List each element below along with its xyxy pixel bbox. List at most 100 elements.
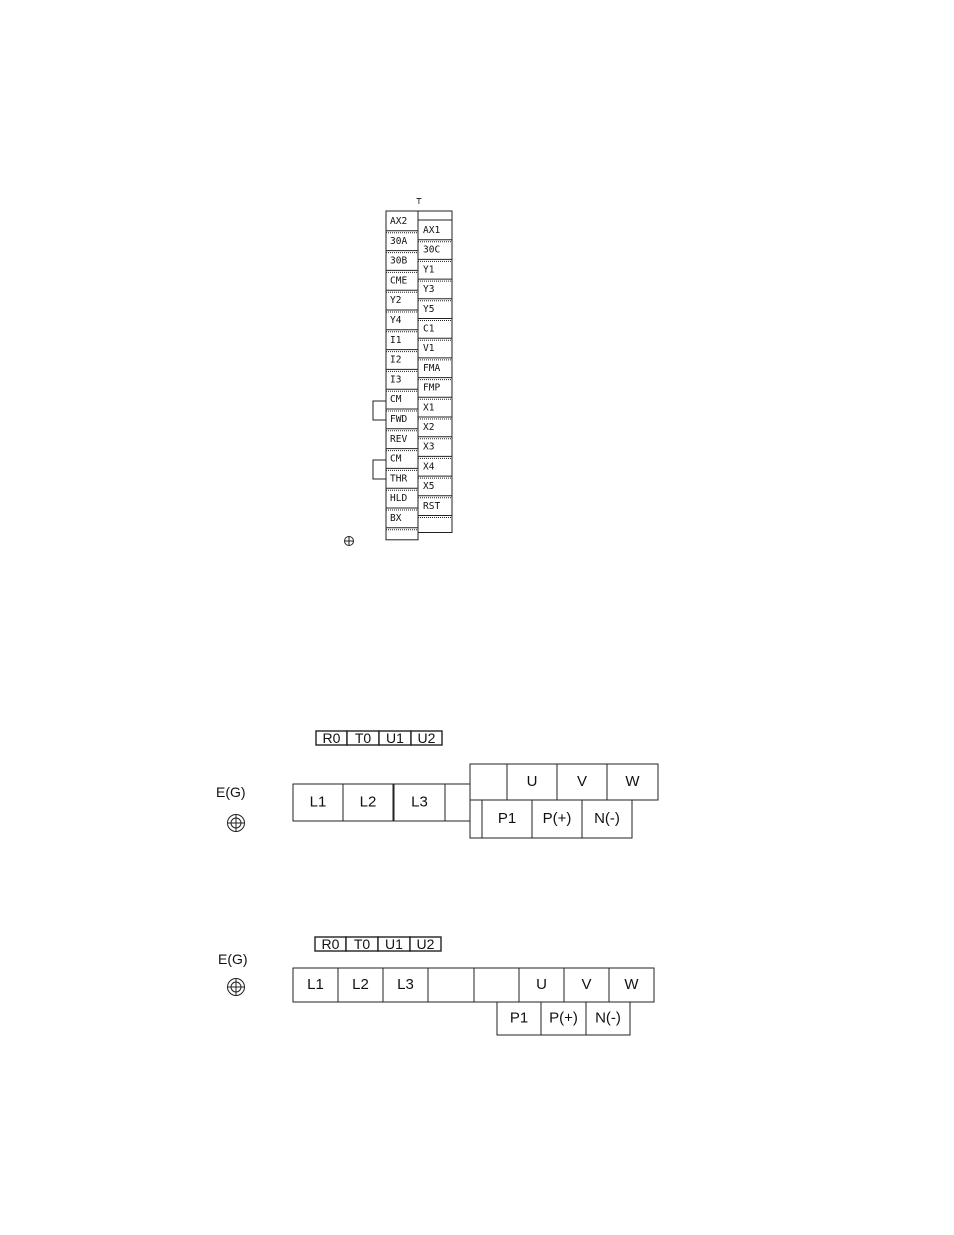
input-terminal-0-label: L1 [307, 976, 324, 993]
left-terminal-6: I1 [390, 335, 402, 346]
left-terminal-3: CME [390, 275, 407, 286]
input-terminal-1-label: L2 [352, 976, 369, 993]
ground-screw-icon [345, 537, 354, 546]
output-terminal-0: U [507, 764, 557, 800]
left-terminal-11: REV [390, 434, 407, 445]
right-terminal-12: X4 [423, 461, 435, 472]
ground-label-b: E(G) [218, 951, 248, 967]
left-terminal-12: CM [390, 454, 402, 465]
left-terminal-4: Y2 [390, 295, 401, 306]
right-terminal-11: X3 [423, 442, 434, 453]
left-terminal-5: Y4 [390, 315, 402, 326]
dc-terminal-1: P(+) [532, 800, 582, 838]
aux-terminal-1: T0 [347, 730, 379, 746]
left-terminal-14: HLD [390, 493, 407, 504]
dc-terminal-0-label: P1 [498, 810, 516, 827]
aux-terminal-0: R0 [315, 936, 346, 952]
input-terminal-0: L1 [293, 968, 338, 1002]
input-terminal-1: L2 [343, 784, 393, 821]
dc-terminal-0: P1 [482, 800, 532, 838]
output-terminal-2: W [607, 764, 658, 800]
dc-terminal-0-label: P1 [510, 1010, 528, 1027]
output-terminal-0: U [519, 968, 564, 1002]
blank-terminal-a3 [470, 800, 482, 838]
dc-terminal-2-label: N(-) [595, 1010, 621, 1027]
aux-terminal-1: T0 [346, 936, 378, 952]
left-terminal-10: FWD [390, 414, 407, 425]
aux-terminal-label-1: T0 [354, 936, 371, 952]
aux-terminal-strip-b: R0 T0 U1 U2 [315, 936, 441, 952]
dc-terminal-0: P1 [497, 1002, 541, 1035]
input-terminal-2-label: L3 [411, 794, 428, 811]
blank-terminal-b1 [428, 968, 474, 1002]
aux-terminal-strip-a: R0 T0 U1 U2 [316, 730, 442, 746]
aux-terminal-0: R0 [316, 730, 347, 746]
jumper-bracket-fwd [373, 401, 386, 420]
right-terminal-2: Y1 [423, 264, 435, 275]
dc-terminal-1-label: P(+) [549, 1010, 578, 1027]
output-terminal-1-label: V [581, 976, 591, 993]
aux-terminal-3: U2 [410, 936, 441, 952]
output-terminal-2: W [609, 968, 654, 1002]
left-terminal-8: I3 [390, 374, 401, 385]
input-terminal-0: L1 [293, 784, 343, 821]
right-terminal-4: Y5 [423, 304, 434, 315]
right-terminal-14: RST [423, 501, 440, 512]
output-terminal-2-label: W [624, 976, 639, 993]
left-terminal-9: CM [390, 394, 402, 405]
ground-label-a: E(G) [216, 784, 246, 800]
dc-terminal-1-label: P(+) [543, 810, 572, 827]
blank-terminal-a2 [470, 764, 507, 800]
right-terminal-3: Y3 [423, 284, 434, 295]
output-terminal-1: V [564, 968, 609, 1002]
input-terminal-2: L3 [394, 784, 445, 821]
aux-terminal-2: U1 [378, 936, 410, 952]
input-terminal-1: L2 [338, 968, 383, 1002]
right-terminal-7: FMA [423, 363, 440, 374]
left-terminal-15: BX [390, 513, 402, 524]
input-terminal-2: L3 [383, 968, 428, 1002]
ground-terminal-icon-b [228, 979, 245, 996]
left-terminal-2: 30B [390, 256, 407, 267]
output-terminal-1-label: V [577, 773, 587, 790]
dc-terminal-2-label: N(-) [594, 810, 620, 827]
input-terminal-2-label: L3 [397, 976, 414, 993]
left-terminal-1: 30A [390, 236, 407, 247]
left-terminal-13: THR [390, 473, 407, 484]
power-terminal-strip-b: L1 L2 L3 U V W P1 P(+) N(-) [293, 968, 654, 1035]
input-terminal-0-label: L1 [310, 794, 327, 811]
dc-terminal-2: N(-) [586, 1002, 630, 1035]
dc-terminal-1: P(+) [541, 1002, 586, 1035]
aux-terminal-label-0: R0 [323, 730, 341, 746]
output-terminal-0-label: U [536, 976, 547, 993]
main-terminal-block-b: R0 T0 U1 U2 E(G) L1 L2 L3 U V W P1 P(+) N(-) [218, 936, 654, 1035]
dc-terminal-2: N(-) [582, 800, 632, 838]
right-terminal-6: V1 [423, 343, 435, 354]
right-terminal-1: 30C [423, 245, 440, 256]
aux-terminal-2: U1 [379, 730, 411, 746]
output-terminal-0-label: U [527, 773, 538, 790]
blank-terminal-a1 [445, 784, 470, 821]
left-terminal-7: I2 [390, 355, 401, 366]
aux-terminal-label-3: U2 [417, 936, 435, 952]
ground-terminal-icon-a [228, 815, 245, 832]
left-terminal-0: AX2 [390, 216, 407, 227]
power-terminal-strip-a: L1 L2 L3 U V W P1 P(+) N(-) [293, 764, 658, 838]
aux-terminal-label-1: T0 [355, 730, 372, 746]
output-terminal-1: V [557, 764, 607, 800]
aux-terminal-label-2: U1 [385, 936, 403, 952]
main-terminal-block-a: R0 T0 U1 U2 E(G) L1 L2 L3 U V W P1 P(+) N(-) [216, 730, 658, 838]
right-terminal-8: FMP [423, 383, 440, 394]
aux-terminal-label-3: U2 [418, 730, 436, 746]
jumper-bracket-thr [373, 460, 386, 479]
aux-terminal-label-2: U1 [386, 730, 404, 746]
aux-terminal-label-0: R0 [322, 936, 340, 952]
input-terminal-1-label: L2 [360, 794, 377, 811]
aux-terminal-3: U2 [411, 730, 442, 746]
right-terminal-0: AX1 [423, 225, 440, 236]
control-terminal-block: ⊤ AX230A30BCMEY2Y4I1I2I3CMFWDREVCMTHRHLD… [345, 196, 453, 546]
blank-terminal-b2 [474, 968, 519, 1002]
